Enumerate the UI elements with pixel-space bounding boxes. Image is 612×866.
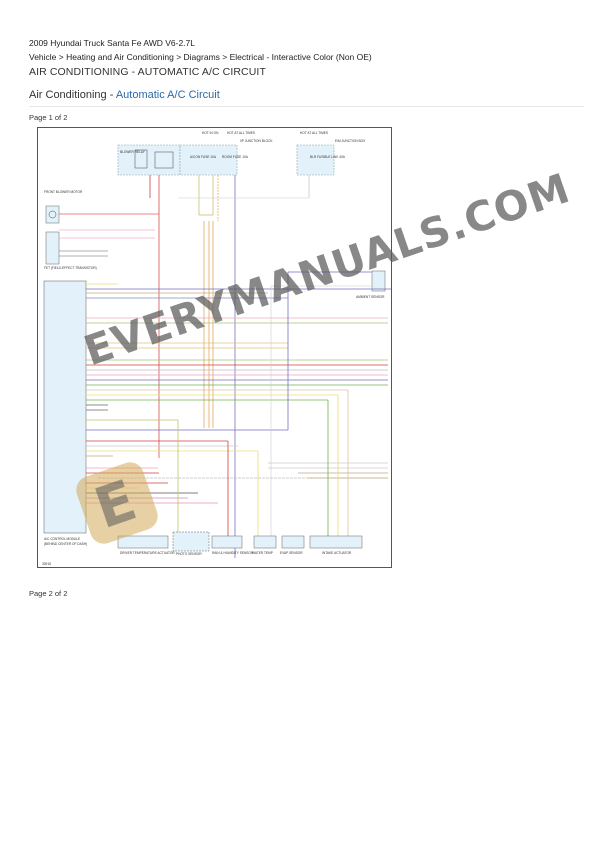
wiring-diagram-svg: HOT IN ON HOT AT ALL TIMES HOT AT ALL TI… [42, 131, 391, 566]
section-prefix: Air Conditioning - [29, 89, 116, 101]
svg-text:PHOTO SENSOR: PHOTO SENSOR [176, 552, 202, 556]
svg-text:WATER TEMP: WATER TEMP [252, 551, 273, 555]
svg-text:RAIN & HUMIDITY SENSOR: RAIN & HUMIDITY SENSOR [212, 551, 254, 555]
svg-text:AMBIENT SENSOR: AMBIENT SENSOR [356, 295, 385, 299]
section-divider [29, 106, 584, 107]
breadcrumb[interactable]: Vehicle > Heating and Air Conditioning >… [29, 52, 372, 62]
svg-text:FRONT BLOWER MOTOR: FRONT BLOWER MOTOR [44, 190, 83, 194]
section-link[interactable]: Automatic A/C Circuit [115, 89, 220, 101]
svg-text:I/P JUNCTION BLOCK: I/P JUNCTION BLOCK [240, 139, 273, 143]
svg-text:BLOWER RELAY: BLOWER RELAY [120, 150, 146, 154]
svg-text:E/M JUNCTION BOX: E/M JUNCTION BOX [335, 139, 366, 143]
hot-in-on-label: HOT IN ON [202, 131, 219, 135]
svg-text:DRIVER TEMPERATURE ACTUATOR: DRIVER TEMPERATURE ACTUATOR [120, 551, 175, 555]
svg-text:EVAP SENSOR: EVAP SENSOR [280, 551, 303, 555]
vehicle-title: 2009 Hyundai Truck Santa Fe AWD V6-2.7L [29, 38, 195, 48]
page-1-label: Page 1 of 2 [29, 113, 68, 122]
svg-text:A/C CONTROL MODULE: A/C CONTROL MODULE [44, 537, 80, 541]
svg-text:INTAKE ACTUATOR: INTAKE ACTUATOR [322, 551, 352, 555]
svg-text:A/CON FUSE 10A: A/CON FUSE 10A [190, 155, 217, 159]
section-title: Air Conditioning - Automatic A/C Circuit [29, 89, 220, 101]
page-2-label: Page 2 of 2 [29, 589, 68, 598]
svg-text:30918: 30918 [42, 562, 51, 566]
svg-text:HOT AT ALL TIMES: HOT AT ALL TIMES [227, 131, 255, 135]
svg-text:FET (FIELD-EFFECT TRANSISTOR): FET (FIELD-EFFECT TRANSISTOR) [44, 266, 97, 270]
svg-text:BLR FUSIBLE LINK 40A: BLR FUSIBLE LINK 40A [310, 155, 346, 159]
svg-text:HOT AT ALL TIMES: HOT AT ALL TIMES [300, 131, 328, 135]
svg-text:ROOM FUSE 10A: ROOM FUSE 10A [222, 155, 249, 159]
page-title: AIR CONDITIONING - AUTOMATIC A/C CIRCUIT [29, 66, 266, 78]
svg-text:(BEHIND CENTER OF DASH): (BEHIND CENTER OF DASH) [44, 542, 87, 546]
